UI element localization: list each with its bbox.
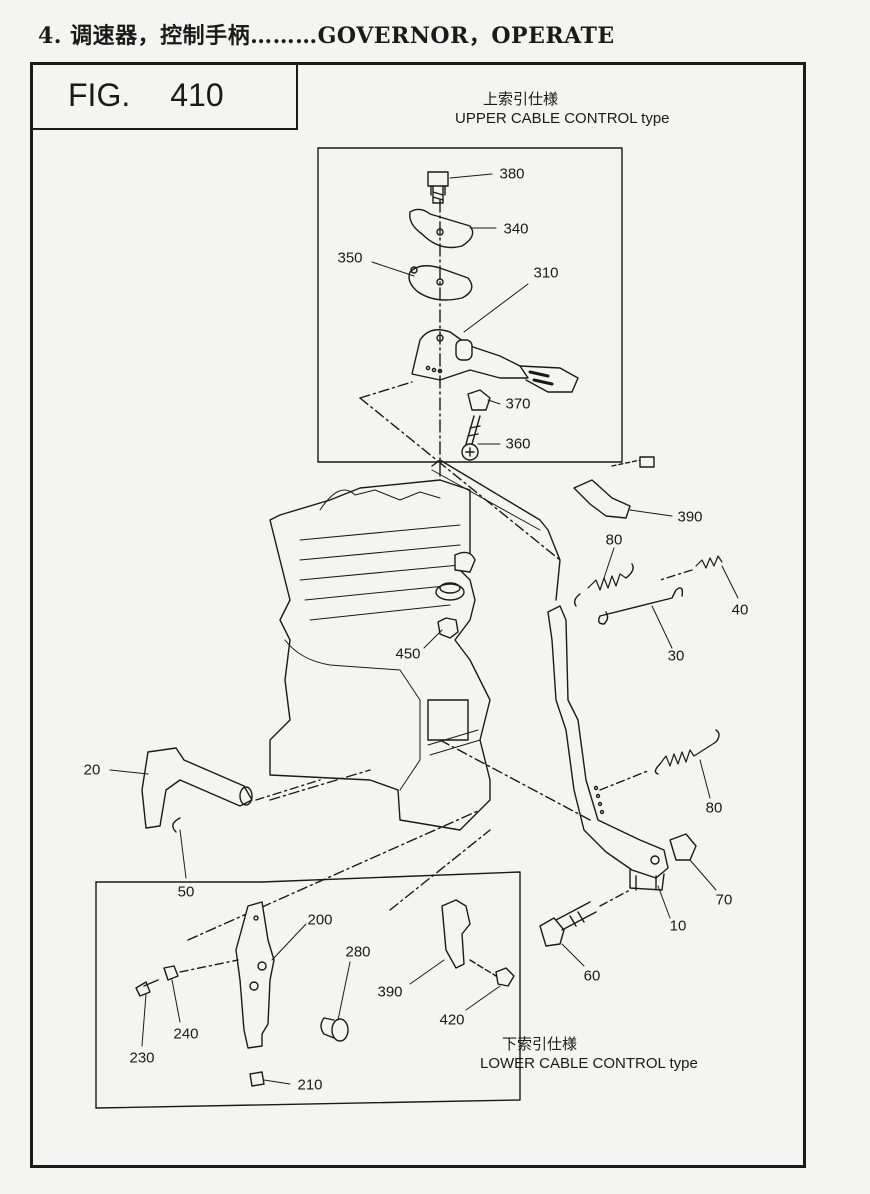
bracket-390-lower-icon [441,899,471,969]
part-label-350: 350 [337,249,363,267]
figure-frame [30,62,806,1168]
part-label-210: 210 [297,1076,323,1094]
page-title: 4. 调速器，控制手柄………GOVERNOR，OPERATE [38,23,615,49]
part-label-20: 20 [83,761,101,779]
clip-50-icon [172,817,181,833]
part-label-280: 280 [345,943,371,961]
upper-caption-en: UPPER CABLE CONTROL type [455,110,670,127]
part-label-40: 40 [731,601,749,619]
spring-80-lower-icon [654,729,720,775]
lever-10-icon [547,605,669,891]
engine-block-icon [269,479,491,831]
spring-80-upper-icon [573,563,634,607]
part-label-80-lower: 80 [705,799,723,817]
lever-310-icon [411,329,579,393]
screw-360-icon [461,415,481,461]
plate-340-icon [409,208,474,249]
leader-lines [109,173,739,1085]
part-label-50: 50 [177,883,195,901]
part-label-380: 380 [499,165,525,183]
lower-caption-en: LOWER CABLE CONTROL type [480,1055,698,1072]
part-label-340: 340 [503,220,529,238]
part-label-230: 230 [129,1049,155,1067]
lower-caption-jp: 下索引仕様 [502,1036,578,1053]
part-label-10: 10 [669,917,687,935]
part-label-240: 240 [173,1025,199,1043]
lower-detail-box-left [95,881,263,1109]
part-label-80-upper: 80 [605,531,623,549]
upper-caption-jp: 上索引仕様 [483,91,559,108]
lower-detail-box-right [95,871,521,1109]
bolt-60-icon [539,901,597,947]
figure-number-box: FIG. 410 [30,62,298,130]
lever-200-icon [235,901,275,1049]
part-label-450: 450 [395,645,421,663]
part-label-390-lower: 390 [377,983,403,1001]
rod-30-icon [597,587,684,625]
screw-210-icon [249,1071,265,1087]
nut-70-icon [669,833,697,861]
control-rod-icon [431,459,561,601]
part-label-360: 360 [505,435,531,453]
part-label-60: 60 [583,967,601,985]
part-label-30: 30 [667,647,685,665]
washer-240-icon [163,965,179,981]
figure-label: FIG. [68,76,131,113]
part-label-310: 310 [533,264,559,282]
bolt-380-icon [427,171,449,204]
part-label-370: 370 [505,395,531,413]
control-lever-20-icon [141,747,253,829]
upper-cable-caption: 上索引仕様 UPPER CABLE CONTROL type [455,90,715,128]
screw-420-icon [495,967,515,987]
spring-40-icon [695,555,723,569]
part-label-70: 70 [715,891,733,909]
nut-370-icon [467,389,491,411]
upper-detail-box [317,147,623,463]
part-label-420: 420 [439,1011,465,1029]
figure-number: 410 [170,76,224,113]
lower-cable-caption: 下索引仕様 LOWER CABLE CONTROL type [480,1035,750,1073]
bracket-390-icon [573,456,655,519]
pin-280-icon [320,1017,349,1042]
part-label-390-upper: 390 [677,508,703,526]
governor-450-icon [435,582,465,639]
part-label-200: 200 [307,911,333,929]
screw-230-icon [135,979,159,997]
